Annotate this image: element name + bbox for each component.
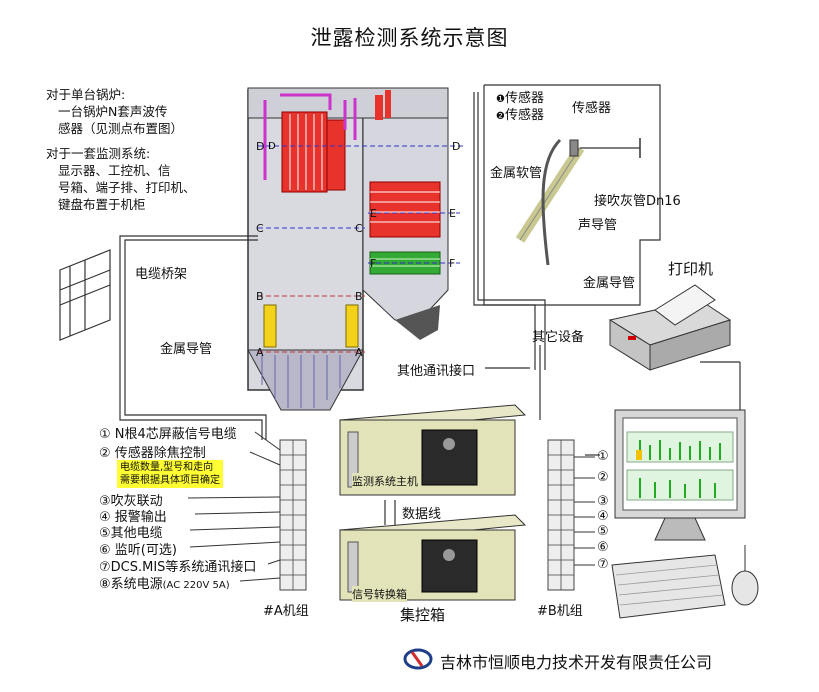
section-f-right-label: F (449, 257, 456, 270)
system-note: 对于一套监测系统: 显示器、工控机、信 号箱、端子排、打印机、 键盘布置于机柜 (46, 145, 196, 213)
metal-conduit-right-label: 金属导管 (583, 276, 636, 291)
legend-leaders-left (187, 431, 281, 582)
single-boiler-line1: 一台锅炉N套声波传 (58, 104, 168, 119)
sensor-label: 传感器 (572, 101, 612, 116)
section-d-left: D (268, 141, 276, 152)
legend-leaders-right (574, 456, 595, 566)
signal-box-drawing (339, 514, 527, 601)
main-unit-label: 监测系统主机 (352, 473, 418, 489)
right-circle-6: ⑥ (597, 540, 609, 555)
monitor-drawing (614, 409, 746, 541)
yellow-note-line2: 需要根据具体项目确定 (120, 475, 220, 486)
system-line1: 显示器、工控机、信 (58, 163, 171, 178)
section-b-right-label: B (355, 290, 363, 303)
legend-item-8: ⑧系统电源(AC 220V 5A) (99, 577, 230, 592)
group-a-label: #A机组 (263, 604, 309, 619)
other-comm-port-label: 其他通讯接口 (397, 364, 476, 379)
signal-box-label: 信号转换箱 (352, 586, 407, 602)
section-e-label: E (370, 207, 377, 220)
single-boiler-title: 对于单台锅炉: (46, 87, 126, 102)
power-spec: (AC 220V 5A) (162, 580, 230, 591)
terminal-strip-b (547, 439, 575, 591)
yellow-note-line1: 电缆数量,型号和走向 (120, 462, 214, 473)
terminal-strip-a (279, 439, 307, 591)
right-circle-1: ① (597, 449, 609, 464)
section-c-label: C (256, 222, 264, 235)
yellow-note: 电缆数量,型号和走向 需要根据具体项目确定 (117, 460, 223, 488)
legend-item-2: ② 传感器除焦控制 (99, 446, 206, 461)
cable-tray-label: 电缆桥架 (135, 267, 188, 282)
company-name: 吉林市恒顺电力技术开发有限责任公司 (440, 653, 713, 672)
printer-label: 打印机 (668, 260, 714, 278)
section-a-right-label: A (355, 346, 363, 359)
single-boiler-line2: 感器（见测点布置图） (58, 121, 184, 136)
legend-item-3: ③吹灰联动 (99, 494, 163, 509)
system-line3: 键盘布置于机柜 (58, 197, 146, 212)
section-f-label: F (370, 257, 377, 270)
sound-guide-label: 声导管 (578, 218, 618, 233)
legend-item-4: ④ 报警输出 (99, 510, 167, 525)
main-unit-drawing (339, 404, 527, 496)
boiler (247, 87, 465, 411)
cable-tray (59, 249, 111, 341)
metal-conduit-left-label: 金属导管 (160, 342, 213, 357)
section-b-label: B (256, 290, 264, 303)
metal-hose (541, 138, 562, 266)
printer-drawing (608, 284, 732, 371)
legend-item-1: ① N根4芯屏蔽信号电缆 (99, 427, 237, 442)
mouse-drawing (731, 570, 759, 606)
keyboard-drawing (611, 554, 726, 619)
section-d-right-label: D (452, 140, 461, 153)
right-circle-2: ② (597, 470, 609, 485)
company-logo (403, 648, 433, 670)
system-title: 对于一套监测系统: (46, 146, 151, 161)
system-line2: 号箱、端子排、打印机、 (58, 180, 196, 195)
soot-pipe-label: 接吹灰管Dn16 (594, 194, 681, 209)
cable-routes (119, 92, 741, 525)
other-devices-label: 其它设备 (532, 330, 585, 345)
legend-item-7: ⑦DCS.MIS等系统通讯接口 (99, 560, 257, 575)
section-a-label: A (256, 346, 264, 359)
sensor-legend-1: ❶传感器 (496, 91, 544, 106)
right-circle-5: ⑤ (597, 524, 609, 539)
section-d-label: D (256, 140, 265, 153)
section-c-right-label: C (355, 222, 363, 235)
legend-item-6: ⑥ 监听(可选) (99, 543, 177, 558)
legend-item-5: ⑤其他电缆 (99, 526, 163, 541)
metal-hose-label: 金属软管 (490, 166, 543, 181)
right-circle-3: ③ (597, 494, 609, 509)
page-title: 泄露检测系统示意图 (310, 26, 509, 50)
right-circle-4: ④ (597, 509, 609, 524)
data-line-label: 数据线 (402, 507, 442, 522)
section-e-right-label: E (449, 207, 456, 220)
control-box-label: 集控箱 (400, 606, 446, 624)
right-circle-7: ⑦ (597, 557, 609, 572)
sensor-legend-2: ❷传感器 (496, 108, 544, 123)
single-boiler-note: 对于单台锅炉: 一台锅炉N套声波传 感器（见测点布置图） (46, 86, 183, 137)
group-b-label: #B机组 (537, 604, 583, 619)
